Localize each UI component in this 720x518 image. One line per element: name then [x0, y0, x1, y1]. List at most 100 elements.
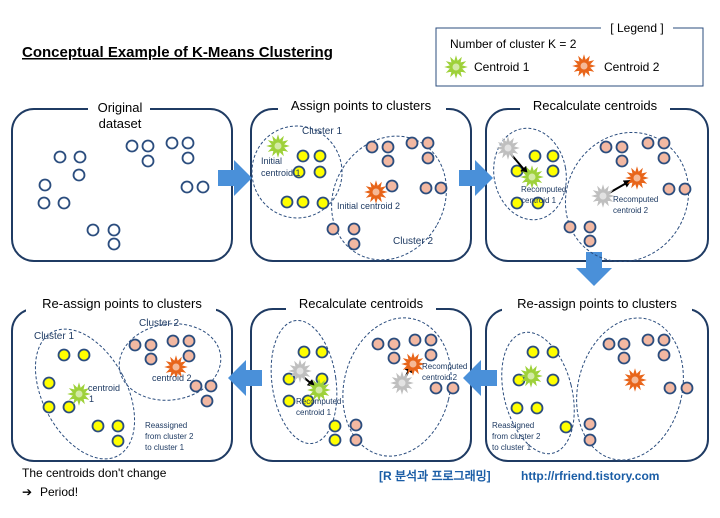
data-point-cluster1 [546, 373, 560, 387]
p4-reassign-line3: to cluster 1 [492, 443, 532, 452]
data-point-cluster2 [657, 333, 671, 347]
data-point-cluster2 [615, 154, 629, 168]
p5-new-centroid2-icon [401, 352, 425, 376]
data-point-cluster2 [419, 181, 433, 195]
data-point-cluster2 [583, 417, 597, 431]
page-title: Conceptual Example of K-Means Clustering [22, 44, 333, 61]
data-point-cluster1 [546, 345, 560, 359]
p2-initial1-line1: Initial [261, 156, 282, 166]
flow-arrow-5 [228, 360, 262, 396]
data-point-cluster2 [424, 348, 438, 362]
flow-arrow-2 [459, 160, 493, 196]
data-point-cluster2 [680, 381, 694, 395]
p2-initial-centroid1-icon [266, 134, 290, 158]
data-point-cluster2 [326, 222, 340, 236]
data-point-cluster1 [111, 419, 125, 433]
data-point-cluster2 [657, 151, 671, 165]
p6-reassign-line3: to cluster 1 [145, 443, 185, 452]
p5-rc1-line2: centroid 1 [296, 408, 332, 417]
data-point-cluster1 [328, 433, 342, 447]
panel6-title: Re-assign points to clusters [42, 296, 202, 311]
data-point-cluster1 [328, 419, 342, 433]
data-point-cluster1 [546, 149, 560, 163]
legend-centroid1-label: Centroid 1 [474, 60, 530, 74]
p6-cluster2-label: Cluster 2 [139, 318, 179, 329]
data-point-cluster1 [77, 348, 91, 362]
watermark-url: http://rfriend.tistory.com [521, 469, 659, 483]
centroid-star-core [631, 376, 639, 384]
data-point-unassigned [125, 139, 139, 153]
data-point-cluster2 [128, 338, 142, 352]
p3-cluster1-ellipse [493, 127, 567, 221]
data-point-cluster2 [429, 381, 443, 395]
p6-cluster1-label: Cluster 1 [34, 331, 74, 342]
p3-rc1-line1: Recomputed [521, 185, 566, 194]
data-points [37, 136, 694, 448]
p3-rc2-line2: centroid 2 [613, 206, 649, 215]
centroid-star-core [527, 372, 535, 380]
data-point-cluster1 [292, 165, 306, 179]
footer-line2: Period! [40, 485, 78, 499]
data-point-cluster2 [144, 338, 158, 352]
data-point-cluster2 [421, 151, 435, 165]
legend-centroid2-label: Centroid 2 [604, 60, 660, 74]
p6-reassign-line1: Reassigned [145, 421, 187, 430]
p4-centroid2-icon [623, 368, 647, 392]
p4-reassign-line2: from cluster 2 [492, 432, 541, 441]
data-point-cluster2 [602, 337, 616, 351]
data-point-cluster2 [424, 333, 438, 347]
data-point-cluster2 [599, 140, 613, 154]
p2-cluster2-ellipse [331, 135, 447, 261]
panel1-title-line2: dataset [99, 116, 142, 131]
data-point-cluster2 [381, 140, 395, 154]
data-point-cluster2 [408, 333, 422, 347]
centroid-star-core [274, 142, 282, 150]
data-point-cluster1 [111, 434, 125, 448]
data-point-cluster1 [313, 149, 327, 163]
data-point-cluster2 [349, 433, 363, 447]
data-point-cluster2 [663, 381, 677, 395]
p5-cluster2-ellipse [342, 317, 452, 457]
data-point-cluster2 [365, 140, 379, 154]
p5-new-centroid1-icon [307, 378, 331, 402]
p6-centroid1-line2: 1 [89, 394, 94, 404]
data-point-cluster1 [62, 400, 76, 414]
data-point-cluster1 [57, 348, 71, 362]
data-point-cluster2 [678, 182, 692, 196]
data-point-unassigned [73, 150, 87, 164]
flow-arrow-3 [576, 252, 612, 286]
centroid-star-core [633, 174, 641, 182]
p6-cluster2-ellipse [118, 323, 222, 401]
data-point-cluster2 [617, 351, 631, 365]
p6-cluster1-ellipse [34, 328, 136, 460]
p2-initial2-label: Initial centroid 2 [337, 201, 400, 211]
data-point-unassigned [180, 180, 194, 194]
data-point-cluster1 [315, 345, 329, 359]
p6-reassign-line2: from cluster 2 [145, 432, 194, 441]
footer-line1: The centroids don't change [22, 466, 167, 480]
data-point-cluster2 [182, 334, 196, 348]
data-point-cluster1 [282, 394, 296, 408]
centroid-star-core [580, 62, 588, 70]
data-point-cluster2 [641, 333, 655, 347]
centroid-star-core [504, 144, 512, 152]
footer-arrow: ➔ [22, 485, 32, 499]
centroid-star-core [296, 367, 304, 375]
p4-cluster2-ellipse [576, 317, 684, 461]
flow-arrow-4 [463, 360, 497, 396]
p3-old-centroid2-icon [591, 184, 615, 208]
data-point-unassigned [107, 237, 121, 251]
data-point-cluster1 [91, 419, 105, 433]
data-point-cluster1 [528, 149, 542, 163]
p6-centroid1-icon [67, 382, 91, 406]
data-point-cluster1 [526, 345, 540, 359]
data-point-cluster1 [510, 401, 524, 415]
p5-rc1-line1: Recomputed [296, 397, 341, 406]
panel4-title: Re-assign points to clusters [517, 296, 677, 311]
p3-new-centroid2-icon [625, 166, 649, 190]
data-point-unassigned [181, 151, 195, 165]
data-point-cluster2 [615, 140, 629, 154]
data-point-cluster2 [583, 220, 597, 234]
data-point-cluster1 [301, 394, 315, 408]
